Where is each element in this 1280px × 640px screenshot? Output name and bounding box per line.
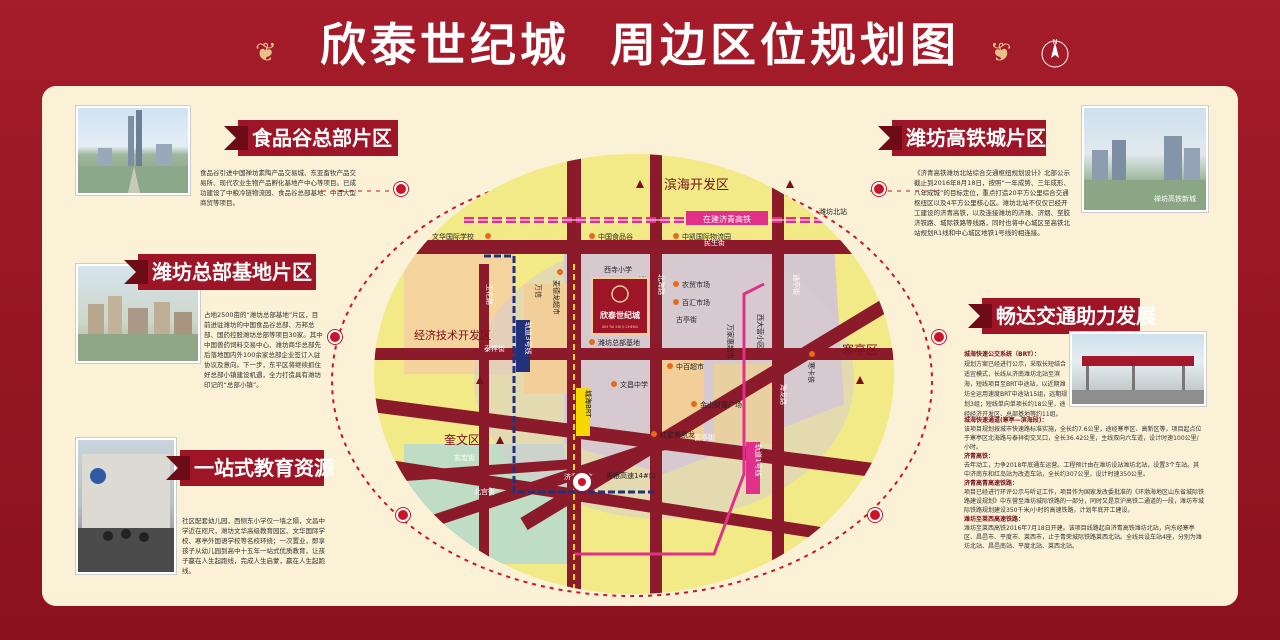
location-map: 滨海开发区 经济技术开发区 寒亭区 奎文区 在建济青高铁 潍坊北站 轨道3号线 …: [374, 154, 894, 594]
project-badge: [591, 277, 649, 335]
title-left: 欣泰世纪城: [320, 18, 570, 72]
poi-8: 潍坊总部基地: [598, 338, 640, 347]
food-valley-text: 食品谷引进中国禅坊素陶产品交易城、东亚畜牧产品交易所、现代农业生物产品孵化基地产…: [200, 169, 356, 207]
poi-11: 金山财富广场: [700, 400, 742, 409]
poi-14: 万家惠超市: [726, 324, 735, 359]
brt-label-bg: [576, 388, 590, 436]
arrow-up-1: [636, 180, 644, 188]
right-flourish: ❦: [990, 38, 1012, 68]
poi-6: 百汇市场: [682, 298, 710, 307]
district-binhai: 滨海开发区: [664, 177, 729, 193]
poi-10: 文昌中学: [620, 380, 648, 389]
education-title: 一站式教育资源: [194, 456, 334, 480]
poi-4: 西寺小学: [604, 265, 632, 274]
hq-base-buildings: [78, 296, 198, 361]
street-minsheng: 民生街: [704, 238, 725, 247]
transport-paragraph-5: 潍坊至莱西高铁2016年7月18日开建。该项目线路起自济青高铁潍坊北站，向东经寒…: [964, 525, 1202, 550]
transport-title: 畅达交通助力发展: [996, 304, 1156, 328]
ring-dot-right-bottom: [868, 508, 882, 522]
hsr-photo: 禅坊高铁新城: [1082, 106, 1208, 212]
metro3-label-bg: [516, 320, 530, 372]
arrow-up-5: [856, 376, 864, 384]
street-beigong: 北宫街: [474, 487, 495, 496]
food-valley-banner: 食品谷总部片区: [224, 120, 398, 156]
page-title: 欣泰世纪城周边区位规划图: [0, 10, 1280, 80]
education-text: 社区配套幼儿园，西侧东小学仅一墙之隔，文昌中学近在咫尺，潍坊文华高级教育园区、文…: [182, 517, 325, 575]
education-photo: [76, 438, 176, 574]
poi-15: 西大营小区: [756, 314, 765, 349]
hsr-skyline: [1084, 136, 1206, 210]
district-hanting: 寒亭区: [842, 342, 878, 357]
hsr-text: 《济青高铁潍坊北站综合交通枢纽规划设计》北部公示截止到2016年8月18日，按照…: [914, 169, 1070, 237]
poi-5: 农贸市场: [682, 280, 710, 289]
hsr-banner: 潍坊高铁城片区: [878, 120, 1046, 156]
left-flourish: ❦: [255, 38, 277, 68]
food-valley-title: 食品谷总部片区: [252, 126, 392, 150]
compass-letter: N: [1052, 38, 1057, 46]
transport-subhead-5: 潍坊至莱西高速铁路：: [964, 516, 1025, 523]
metro3-label: 轨道3号线: [524, 322, 533, 354]
compass-icon: N: [1041, 38, 1069, 68]
north-station-label: 潍坊北站: [819, 207, 847, 216]
poi-17: 万信: [534, 284, 543, 298]
education-scene: [78, 454, 174, 572]
district-kuiwen: 奎文区: [444, 432, 480, 447]
ring-dot-right-top: [872, 182, 886, 196]
food-valley-photo: [76, 106, 190, 195]
street-fuzhou: 富亭街: [694, 433, 715, 442]
poi-12: 红星美凯龙: [660, 430, 695, 439]
poi-1: 文华国际学校: [432, 232, 474, 241]
poi-9: 中百超市: [676, 362, 704, 371]
street-xuanhua: 玄宏街: [454, 453, 475, 462]
poi-3: 中凯国际物流园: [682, 232, 731, 241]
transport-subhead-2: 城海快速通道(寒亭—滨海段)：: [964, 417, 1048, 424]
transport-subhead-3: 济青高铁：: [964, 453, 995, 460]
street-yuhua: 玉花路: [485, 284, 494, 305]
hsr-title: 潍坊高铁城片区: [906, 126, 1046, 150]
street-tonghai: 通亭街: [792, 274, 801, 295]
street-hailong: 海龙路: [779, 384, 788, 405]
hsr-photo-caption: 禅坊高铁新城: [1154, 195, 1196, 203]
ring-dot-left-middle: [328, 330, 342, 344]
hq-base-text: 占地2500亩的“潍坊总部基地”片区，目前进驻潍坊的中国食品谷总部、万邦总部、国…: [204, 311, 323, 389]
street-beihai: 北海路: [657, 274, 666, 295]
transport-banner: 畅达交通助力发展: [968, 298, 1156, 334]
transport-paragraph-2: 该项目规划按城市快速路标准实施，全长约7.6公里，途经寒亭区、高新区等，项目起点…: [964, 426, 1202, 451]
arrow-up-3: [476, 376, 484, 384]
transport-paragraph-4: 项目已经进行环评公示与听证工作，项目作为国家发改委批准的《环渤海地区山东省城际铁…: [964, 489, 1205, 514]
transport-subhead-4: 济青高青高速铁路：: [964, 480, 1019, 487]
poi-2: 中国食品谷: [598, 232, 633, 241]
transport-subhead-1: 城海快速公交系统（BRT）：: [964, 351, 1041, 358]
ring-dot-left-top: [394, 182, 408, 196]
poi-13: 青银高速14#口: [606, 471, 656, 480]
title-right: 周边区位规划图: [610, 18, 960, 72]
metro1-label: 轨道1号线: [754, 444, 763, 476]
poi-18: 麦德龙超市: [552, 280, 561, 315]
poi-7: 古亭街: [676, 315, 697, 324]
main-panel: 食品谷总部片区 食品谷引进中国禅坊素陶产品交易城、东亚畜牧产品交易所、现代农业生…: [42, 86, 1238, 606]
brt-photo: [1070, 332, 1206, 406]
poi-16: 寒卡依: [807, 362, 816, 383]
project-badge-sub: XIN TAI SHI JI CHENG: [602, 325, 639, 329]
transport-paragraph-3: 去年动工，力争2018年底通车运营。工程预计由在潍坊设站潍坊北站，设置3个车站。…: [964, 462, 1200, 478]
hsr-line-label: 在建济青高铁: [703, 214, 751, 224]
hsr-label-bg: [686, 211, 768, 225]
hq-base-title: 潍坊总部基地片区: [152, 260, 312, 284]
street-taixiang: 泰祥街: [484, 344, 505, 353]
hq-base-banner: 潍坊总部基地片区: [124, 254, 316, 290]
project-badge-label: 欣泰世纪城: [600, 310, 640, 320]
district-econ: 经济技术开发区: [414, 328, 491, 342]
education-banner: 一站式教育资源: [166, 450, 334, 486]
arrow-up-2: [786, 180, 794, 188]
ring-dot-right-middle: [932, 330, 946, 344]
brt-station: [1072, 356, 1204, 404]
arrow-up-4: [496, 436, 504, 444]
metro1-label-bg: [746, 442, 760, 494]
transport-paragraph-1: 规划方案已经进行公示，采取长短结合适宜模式，长线从济南潍坊北站至滨海，短线项目至…: [964, 361, 1068, 418]
ring-dot-left-bottom: [396, 508, 410, 522]
food-valley-skyline: [78, 110, 188, 193]
brt-label: 城海BRT: [584, 390, 593, 418]
